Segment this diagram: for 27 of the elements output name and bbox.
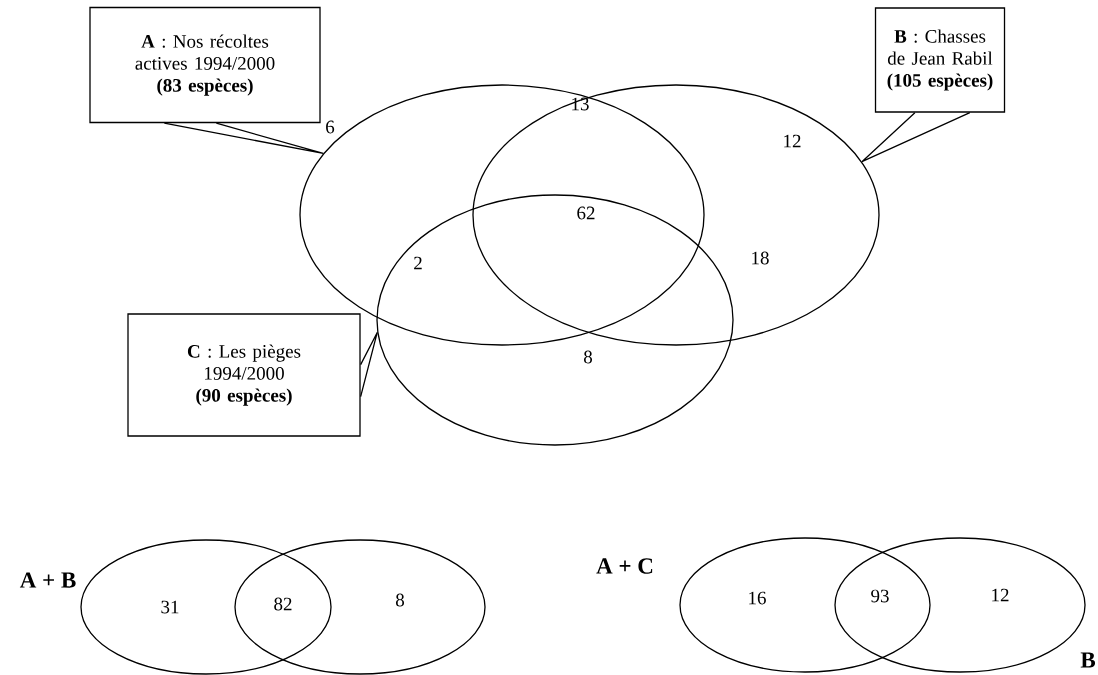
region-count: 8 — [584, 350, 592, 364]
venn-ellipse — [299, 84, 705, 346]
region-count: 82 — [274, 597, 292, 611]
callout-pointer — [163, 122, 324, 155]
venn-ellipse — [80, 539, 332, 675]
region-count: 2 — [414, 256, 422, 270]
venn-ellipse — [679, 537, 931, 673]
venn-ellipse — [234, 539, 486, 675]
callout-box: C : Les pièges 1994/2000 (90 espèces) — [127, 313, 361, 437]
region-count: 18 — [752, 251, 769, 265]
set-label: A + C — [596, 558, 653, 574]
venn-ellipse — [472, 84, 880, 346]
callout-box: B : Chasses de Jean Rabil (105 espèces) — [874, 7, 1006, 113]
region-count: 16 — [749, 591, 766, 605]
region-count: 62 — [577, 206, 595, 220]
set-label: B — [1080, 652, 1096, 668]
callout-box: A : Nos récoltes actives 1994/2000 (83 espèces) — [89, 6, 321, 124]
region-count: 12 — [784, 134, 801, 148]
region-count: 12 — [992, 588, 1009, 602]
region-count: 31 — [161, 600, 179, 614]
venn-ellipse — [376, 194, 734, 446]
region-count: 93 — [871, 589, 889, 603]
region-count: 8 — [396, 593, 404, 607]
callout-pointer — [360, 331, 378, 398]
callout-pointer — [861, 112, 971, 163]
region-count: 6 — [326, 120, 335, 134]
region-count: 13 — [572, 97, 589, 111]
